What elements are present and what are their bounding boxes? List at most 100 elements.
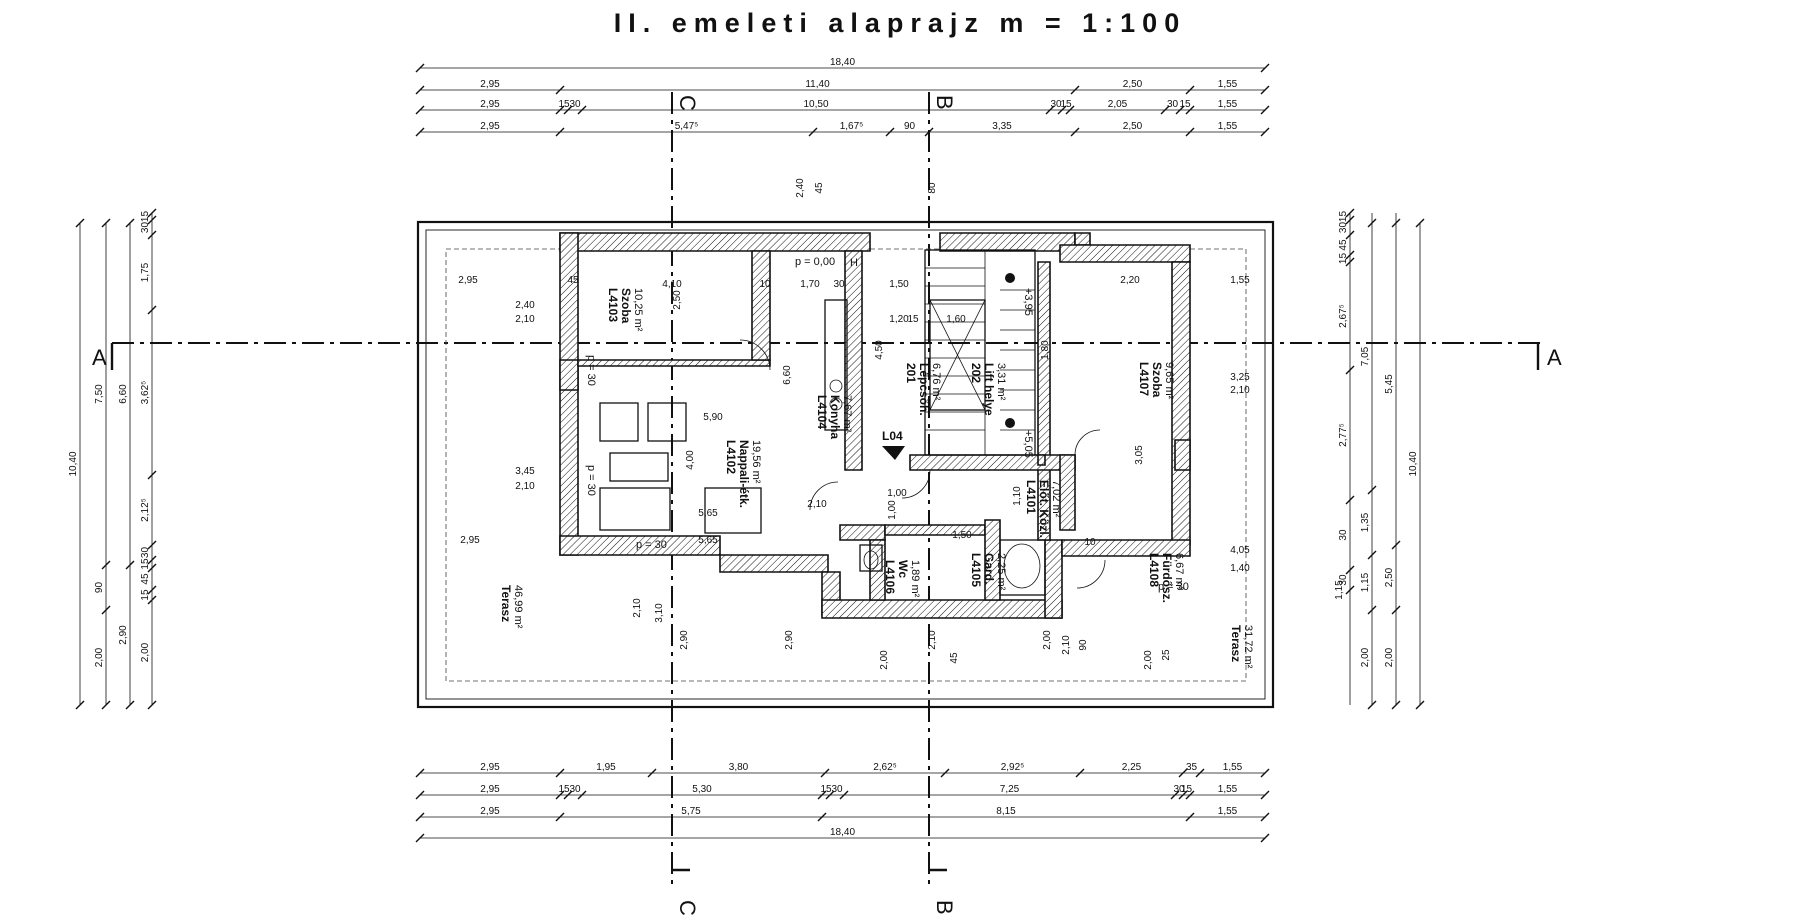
dimension-tick bbox=[577, 105, 587, 115]
dimension-tick bbox=[825, 790, 835, 800]
dimension-label: 30 bbox=[1050, 99, 1062, 110]
dimension-tick bbox=[555, 105, 565, 115]
dimension-tick bbox=[1345, 565, 1355, 575]
dimension-tick bbox=[1367, 218, 1377, 228]
entry-arrow-icon bbox=[882, 446, 905, 460]
svg-text:L4106: L4106 bbox=[883, 560, 897, 594]
inner-dimension-label: 45 bbox=[949, 652, 960, 664]
inner-dimension-label: 5,65 bbox=[698, 508, 718, 519]
dimension-tick bbox=[147, 563, 157, 573]
dimension-label: 8,15 bbox=[996, 806, 1016, 817]
kitchen-counter-icon bbox=[824, 299, 848, 431]
dimension-label: 90 bbox=[904, 121, 916, 132]
sofa-icon bbox=[599, 487, 671, 531]
inner-dimension-label: 4,00 bbox=[685, 450, 696, 470]
svg-text:Wc: Wc bbox=[896, 560, 910, 578]
dimension-label: 11,40 bbox=[805, 79, 830, 90]
terrace-slab bbox=[416, 220, 1275, 709]
svg-text:Szoba: Szoba bbox=[1150, 362, 1164, 398]
dimension-tick bbox=[75, 700, 85, 710]
dimension-tick bbox=[415, 85, 425, 95]
dimension-tick bbox=[1260, 63, 1270, 73]
dimension-label: 5,47⁵ bbox=[675, 121, 699, 132]
inner-dimension-label: 3,45 bbox=[515, 466, 535, 477]
svg-text:10,25 m²: 10,25 m² bbox=[632, 288, 644, 332]
dimension-tick bbox=[147, 700, 157, 710]
section-c-label-bottom: C bbox=[675, 900, 700, 916]
dimension-label: 15 bbox=[1179, 99, 1191, 110]
dimension-tick bbox=[147, 230, 157, 240]
dimension-tick bbox=[415, 790, 425, 800]
dimension-label: 30 bbox=[140, 547, 151, 559]
dimension-label: 2,95 bbox=[480, 79, 500, 90]
dimension-tick bbox=[817, 790, 827, 800]
dimension-tick bbox=[125, 560, 135, 570]
dimension-label: 45 bbox=[1338, 239, 1349, 251]
dimension-label: 7,25 bbox=[1000, 784, 1020, 795]
svg-text:L4104: L4104 bbox=[815, 395, 829, 429]
dimension-tick bbox=[1075, 768, 1085, 778]
dimension-label: 2,00 bbox=[140, 642, 151, 662]
inner-dimension-label: 2,90 bbox=[679, 630, 690, 650]
hood-mark: H bbox=[850, 257, 858, 269]
inner-dimension-label: 4,10 bbox=[662, 279, 682, 290]
inner-dimension-label: 2,90 bbox=[784, 630, 795, 650]
dimension-tick bbox=[147, 470, 157, 480]
level-plus-505: +5,05 bbox=[1022, 430, 1034, 458]
dimension-label: 7,50 bbox=[94, 384, 105, 404]
dimension-tick bbox=[1367, 700, 1377, 710]
dimension-label: 10,40 bbox=[68, 451, 79, 476]
dimension-label: 15 bbox=[140, 211, 151, 223]
room-l4102: L4102 Nappali-étk. 19,56 m² bbox=[724, 440, 762, 508]
svg-text:202: 202 bbox=[969, 363, 983, 383]
dimension-tick bbox=[1391, 605, 1401, 615]
inner-dimension-label: 1,00 bbox=[887, 488, 907, 499]
inner-dimension-label: 10 bbox=[759, 279, 771, 290]
dimension-label: 5,45 bbox=[1384, 374, 1395, 394]
dimension-label: 1,35 bbox=[1360, 512, 1371, 532]
level-marker-icon bbox=[1005, 418, 1015, 428]
section-axes bbox=[110, 92, 1545, 890]
inner-dimension-label: 2,95 bbox=[460, 535, 480, 546]
dimension-label: 2,95 bbox=[480, 99, 500, 110]
inner-dimension-label: 1,10 bbox=[1012, 486, 1023, 506]
dimension-label: 30 bbox=[1167, 99, 1179, 110]
svg-text:Szoba: Szoba bbox=[619, 288, 633, 324]
dimension-tick bbox=[1345, 257, 1355, 267]
dimension-label: 3,35 bbox=[992, 121, 1012, 132]
dimension-tick bbox=[563, 105, 573, 115]
staircase bbox=[924, 249, 1036, 456]
exterior-walls bbox=[559, 232, 1191, 619]
room-l4107: L4107 Szoba 9,65 m² bbox=[1137, 362, 1175, 400]
dimension-tick bbox=[1175, 105, 1185, 115]
inner-dimension-label: 4,05 bbox=[1230, 545, 1250, 556]
dimension-label: 90 bbox=[94, 582, 105, 594]
level-p30-c: p = 30 bbox=[636, 539, 667, 551]
dimension-label: 30 bbox=[1338, 222, 1349, 234]
room-l4103: L4103 Szoba 10,25 m² bbox=[606, 288, 644, 332]
level-p30-a: p = 30 bbox=[585, 355, 597, 386]
dimension-label: 1,55 bbox=[1218, 121, 1238, 132]
dimension-tick bbox=[1185, 85, 1195, 95]
dimension-tick bbox=[147, 208, 157, 218]
section-a-label-right: A bbox=[1547, 345, 1562, 370]
dimension-label: 2,95 bbox=[480, 784, 500, 795]
drawing-title: II. emeleti alaprajz m = 1:100 bbox=[613, 8, 1187, 38]
dimension-tick bbox=[415, 127, 425, 137]
inner-dimension-label: 2,50 bbox=[672, 290, 683, 310]
dimension-tick bbox=[125, 218, 135, 228]
dimension-tick bbox=[555, 790, 565, 800]
inner-dimension-label: 4,50 bbox=[874, 340, 885, 360]
dimension-tick bbox=[1185, 790, 1195, 800]
section-b-label-top: B bbox=[932, 95, 957, 110]
inner-dimension-label: 1,20 bbox=[889, 314, 909, 325]
section-markers: C B C B A A bbox=[92, 95, 1562, 916]
section-c-label-top: C bbox=[675, 95, 700, 111]
dimension-tick bbox=[147, 595, 157, 605]
room-labels: L4103 Szoba 10,25 m² L4102 Nappali-étk. … bbox=[499, 288, 1254, 669]
inner-dimension-label: 1,80 bbox=[1040, 340, 1051, 360]
dimension-label: 2,95 bbox=[480, 121, 500, 132]
svg-text:L4107: L4107 bbox=[1137, 362, 1151, 396]
dimension-tick bbox=[1415, 218, 1425, 228]
entry-mark: L04 bbox=[882, 429, 903, 443]
